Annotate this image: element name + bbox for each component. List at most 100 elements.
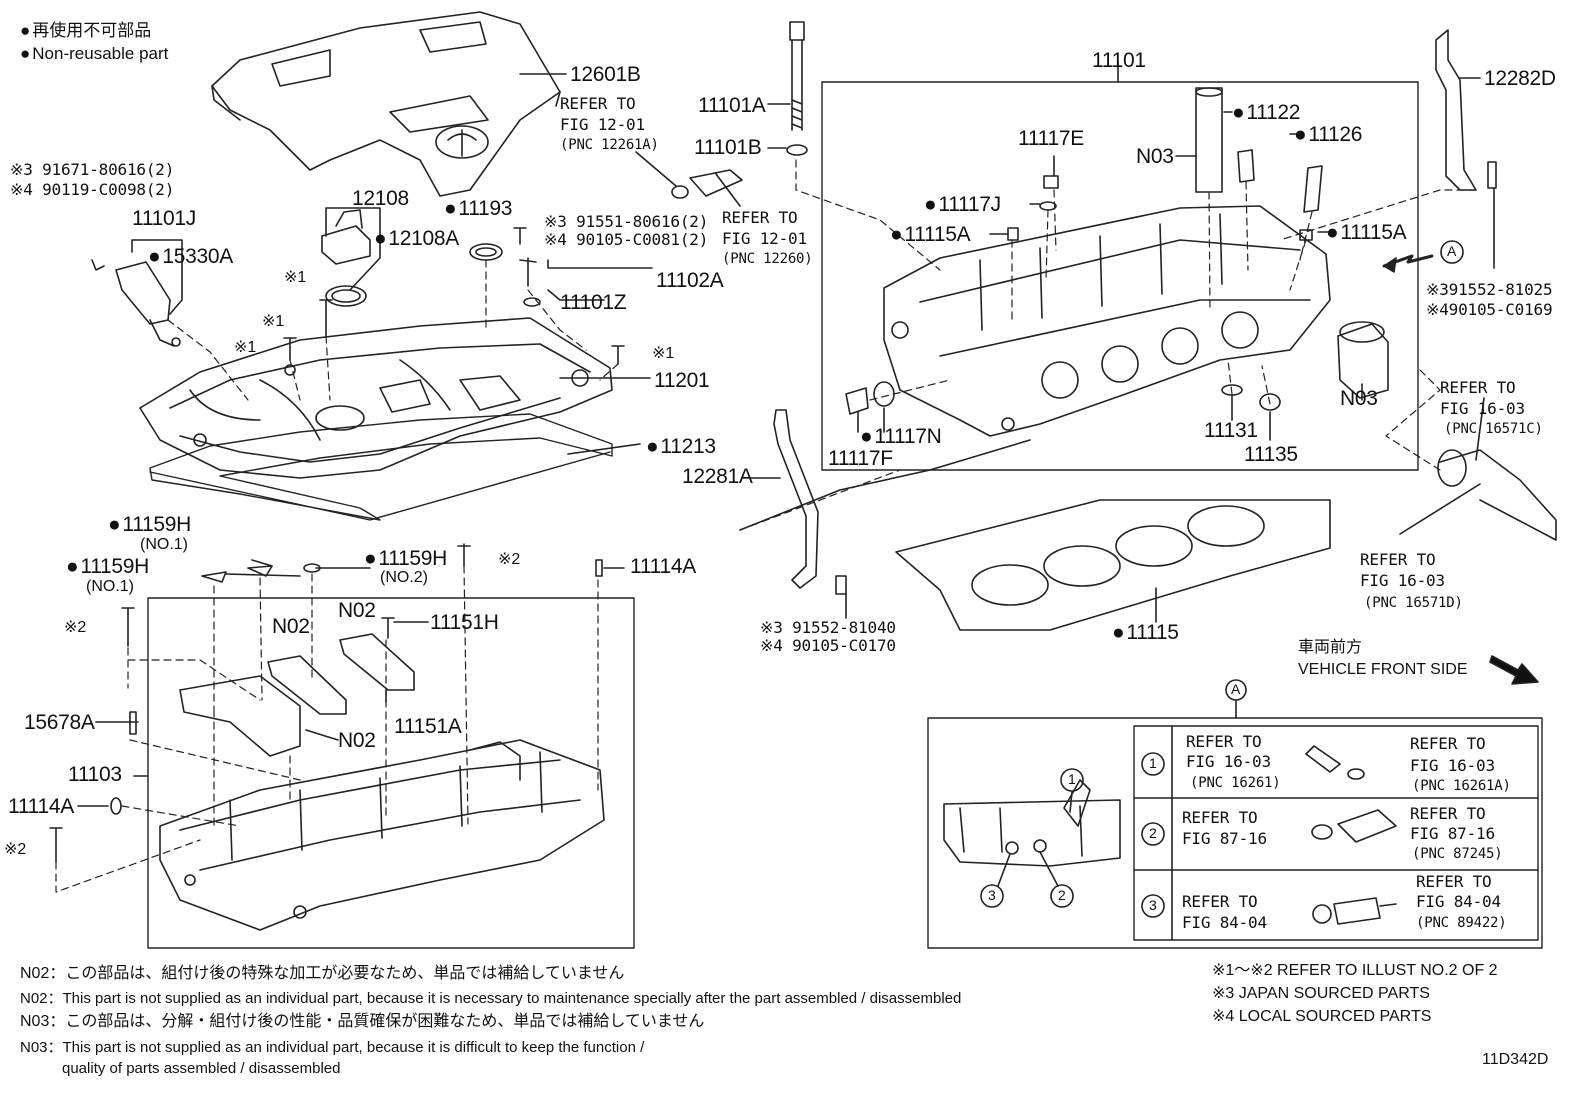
refer-12-01-b-line3[interactable]: (PNC 12260): [722, 251, 813, 267]
part-label-11102A[interactable]: 11102A: [656, 269, 724, 292]
part-label-11115A-b[interactable]: 11115A: [1326, 222, 1406, 243]
part-label-11159H-c-no2: (NO.2): [380, 569, 428, 586]
part-label-11159H-b-no1: (NO.1): [86, 578, 134, 595]
head-gasket: [895, 499, 1331, 631]
detail-row-3-left-2: FIG 84-04: [1182, 913, 1267, 932]
detail-row-2-num: 2: [1149, 825, 1157, 841]
detail-row-3-left-1: REFER TO: [1182, 892, 1258, 911]
bracket-12281A: [773, 409, 819, 589]
note-n03-en-2: quality of parts assembled / disassemble…: [62, 1060, 341, 1077]
part-label-90119[interactable]: ※4 90119-C0098(2): [10, 180, 175, 199]
part-label-11135[interactable]: 11135: [1244, 443, 1298, 466]
part-label-11114A-a[interactable]: 11114A: [630, 555, 696, 578]
bearing-cap-2: [267, 655, 347, 715]
part-label-15330A[interactable]: 15330A: [148, 246, 233, 267]
note-n02-en: N02：This part is not supplied as an indi…: [20, 990, 962, 1007]
detail-row-3-right-1: REFER TO: [1416, 872, 1492, 891]
detail-row-1-left-1: REFER TO: [1186, 732, 1262, 751]
note-ref-1a: ※1: [284, 269, 307, 286]
note-ref-1b: ※1: [262, 313, 285, 330]
note-ref-2b: ※2: [64, 619, 87, 636]
part-label-11159H-a-no1: (NO.1): [140, 536, 188, 553]
part-label-11159H-c[interactable]: 11159H: [364, 548, 447, 569]
part-label-11115[interactable]: 11115: [1112, 622, 1179, 643]
part-label-11201[interactable]: 11201: [654, 369, 710, 392]
pipe-n03: [1195, 87, 1223, 193]
detail-row-2-right-2: FIG 87-16: [1410, 824, 1495, 843]
note-label-N02-a[interactable]: N02: [272, 615, 310, 638]
part-label-11101A[interactable]: 11101A: [698, 94, 766, 117]
detail-a-marker[interactable]: A: [1447, 243, 1457, 259]
vvt-valve: [91, 259, 181, 347]
part-label-11101B[interactable]: 11101B: [694, 136, 762, 159]
detail-row-2-right-1: REFER TO: [1410, 804, 1486, 823]
refer-16-03-c-line1: REFER TO: [1440, 378, 1516, 397]
detail-row-1-right-1: REFER TO: [1410, 734, 1486, 753]
part-label-11103[interactable]: 11103: [68, 763, 122, 786]
part-label-11159H-a[interactable]: 11159H: [108, 514, 191, 535]
refer-16-03-c-line3[interactable]: (PNC 16571C): [1444, 421, 1543, 437]
diagram-id: 11D342D: [1482, 1051, 1549, 1068]
part-label-90105-c0170[interactable]: ※4 90105-C0170: [760, 636, 896, 655]
detail-row-1-left-3[interactable]: (PNC 16261): [1190, 775, 1281, 791]
part-label-11101J[interactable]: 11101J: [132, 207, 196, 230]
detail-row-1-num: 1: [1149, 755, 1157, 771]
refer-16-03-d-line3[interactable]: (PNC 16571D): [1364, 595, 1463, 611]
detail-row-2-left-2: FIG 87-16: [1182, 829, 1267, 848]
part-label-11117F[interactable]: 11117F: [828, 447, 893, 470]
note-ref-1c: ※1: [234, 339, 257, 356]
part-label-90105-c0081[interactable]: ※4 90105-C0081(2): [544, 230, 709, 249]
part-label-11213[interactable]: 11213: [646, 436, 716, 457]
part-label-91552-81025[interactable]: ※391552-81025: [1426, 280, 1553, 299]
part-label-11131[interactable]: 11131: [1204, 419, 1258, 442]
part-label-11151H[interactable]: 11151H: [430, 611, 499, 634]
refer-12-01-a-line2: FIG 12-01: [560, 115, 645, 134]
detail-row-3-right-2: FIG 84-04: [1416, 892, 1501, 911]
part-label-15678A[interactable]: 15678A: [24, 711, 95, 734]
bearing-cap-3: [339, 633, 415, 691]
part-label-11114A-b[interactable]: 11114A: [8, 795, 74, 818]
note-label-N03-a[interactable]: N03: [1136, 145, 1174, 168]
part-label-11159H-b[interactable]: 11159H: [66, 556, 149, 577]
part-label-11117E[interactable]: 11117E: [1018, 127, 1084, 150]
part-label-11101[interactable]: 11101: [1092, 49, 1146, 72]
part-label-12282D[interactable]: 12282D: [1484, 67, 1556, 90]
cylinder-head-cover: [139, 317, 613, 479]
refer-12-01-a-line3[interactable]: (PNC 12261A): [560, 137, 659, 153]
vehicle-front-arrow: [1489, 655, 1539, 685]
refer-16-03-c-line2: FIG 16-03: [1440, 399, 1525, 418]
engine-cover: [211, 11, 561, 197]
note-label-N02-b[interactable]: N02: [338, 599, 376, 622]
part-label-11115A-a[interactable]: 11115A: [890, 224, 970, 245]
part-label-12108A[interactable]: 12108A: [374, 228, 459, 249]
refer-16-03-d-line2: FIG 16-03: [1360, 571, 1445, 590]
detail-row-1-right-3[interactable]: (PNC 16261A): [1412, 778, 1511, 794]
note-label-N03-b[interactable]: N03: [1340, 387, 1378, 410]
part-label-11101Z[interactable]: 11101Z: [560, 291, 627, 314]
part-label-11122[interactable]: 11122: [1232, 102, 1300, 123]
part-label-91671[interactable]: ※3 91671-80616(2): [10, 160, 175, 179]
detail-row-3-right-3[interactable]: (PNC 89422): [1416, 915, 1507, 931]
legend-jp: 再使用不可部品: [20, 22, 151, 39]
part-label-11193[interactable]: 11193: [444, 198, 512, 219]
detail-row-1-left-2: FIG 16-03: [1186, 752, 1271, 771]
footnote-1-2: ※1～※2 REFER TO ILLUST NO.2 OF 2: [1212, 962, 1498, 979]
part-label-12108[interactable]: 12108: [352, 187, 409, 210]
part-label-12281A[interactable]: 12281A: [682, 465, 753, 488]
bracket-12282D: [1435, 29, 1477, 191]
detail-row-2-right-3[interactable]: (PNC 87245): [1412, 846, 1503, 862]
note-n03-jp: N03：この部品は、分解・組付け後の性能・品質確保が困難なため、単品では補給して…: [20, 1013, 705, 1030]
part-label-11151A[interactable]: 11151A: [394, 715, 462, 738]
part-label-90105-c0169[interactable]: ※490105-C0169: [1426, 300, 1553, 319]
part-label-91552-81040[interactable]: ※3 91552-81040: [760, 618, 896, 637]
detail-row-3-num: 3: [1149, 897, 1157, 913]
refer-12-01-a-line1: REFER TO: [560, 94, 636, 113]
part-label-11126[interactable]: 11126: [1294, 124, 1362, 145]
part-label-11117J[interactable]: 11117J: [924, 194, 1001, 215]
part-label-11117N[interactable]: 11117N: [860, 426, 941, 447]
note-label-N02-c[interactable]: N02: [338, 729, 376, 752]
ring-11193: [469, 243, 503, 261]
note-ref-1d: ※1: [652, 345, 675, 362]
part-label-91551[interactable]: ※3 91551-80616(2): [544, 212, 709, 231]
part-label-12601B[interactable]: 12601B: [570, 63, 641, 86]
